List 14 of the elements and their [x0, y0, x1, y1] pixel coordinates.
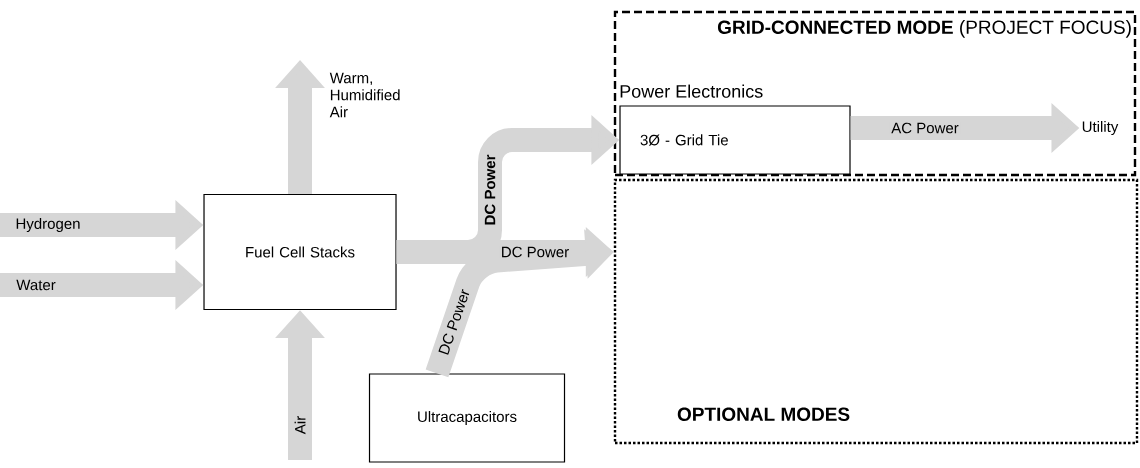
edge-label: DC Power: [483, 153, 497, 227]
frame-heading: OPTIONAL MODES: [677, 407, 850, 421]
edge-label: AC Power: [889, 121, 961, 135]
process-box: Fuel Cell Stacks: [203, 193, 397, 311]
edge-label: Air: [293, 414, 307, 436]
edge-label: DC Power: [435, 286, 473, 358]
frame-heading: GRID-CONNECTED MODE (PROJECT FOCUS): [717, 20, 1131, 38]
edge-label: Water: [14, 278, 58, 292]
node-text: Utility: [1082, 121, 1119, 135]
process-box: 3Ø - Grid Tie: [619, 105, 851, 175]
process-box: Ultracapacitors: [368, 373, 566, 463]
edge-label: Warm, Humidified Air: [329, 72, 400, 118]
box-heading: Power Electronics: [620, 84, 763, 98]
edge-label: DC Power: [499, 245, 571, 259]
